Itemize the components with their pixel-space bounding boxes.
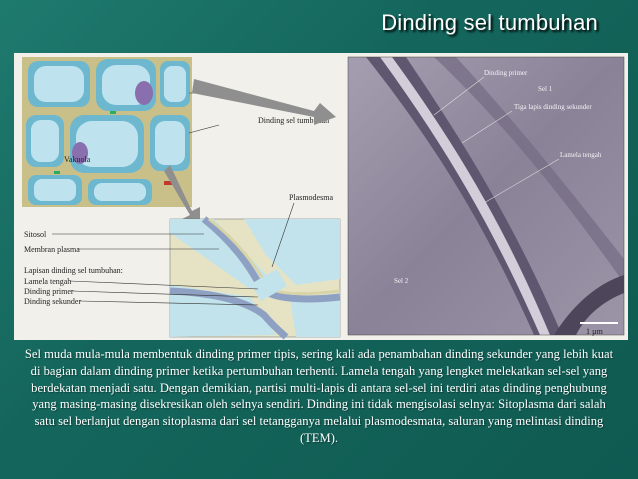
label-membran-plasma: Membran plasma (24, 245, 80, 254)
micro-label-tiga-lapis: Tiga lapis dinding sekunder (514, 103, 592, 111)
label-lamela-tengah: Lamela tengah (24, 277, 71, 286)
micro-label-dinding-primer: Dinding primer (484, 69, 528, 77)
wall-detail-diagram (169, 216, 341, 340)
plant-cell (70, 115, 144, 173)
plant-cell (28, 61, 90, 107)
label-vakuola: Vakuola (64, 155, 91, 164)
slide-caption: Sel muda mula-mula membentuk dinding pri… (24, 347, 614, 445)
micro-label-sel2: Sel 2 (394, 277, 409, 285)
micro-label-scale: 1 µm (586, 327, 604, 336)
label-plasmodesma: Plasmodesma (289, 193, 333, 202)
plant-cell (28, 175, 82, 205)
label-dinding-primer: Dinding primer (24, 287, 74, 296)
arrow-to-micrograph-icon (192, 79, 336, 125)
slide-title: Dinding sel tumbuhan (381, 10, 598, 35)
label-dinding-sel-tumbuhan: Dinding sel tumbuhan (258, 116, 329, 125)
plant-cell (160, 61, 190, 107)
label-lapisan-header: Lapisan dinding sel tumbuhan: (24, 266, 123, 275)
arrow-to-detail-icon (164, 165, 200, 229)
label-dinding-sekunder: Dinding sekunder (24, 297, 81, 306)
label-sitosol: Sitosol (24, 230, 47, 239)
tem-micrograph (347, 56, 625, 336)
figure-svg: Vakuola Dinding sel tumbuhan Plasmodesma… (22, 56, 625, 340)
cell-wall-figure: Vakuola Dinding sel tumbuhan Plasmodesma… (14, 53, 628, 340)
plant-cell (88, 179, 152, 205)
micro-label-lamela-tengah: Lamela tengah (560, 151, 602, 159)
plant-cell (150, 115, 190, 171)
plant-cell (26, 115, 64, 167)
plant-cell (96, 59, 156, 111)
cell-tissue-diagram: Vakuola Dinding sel tumbuhan (22, 57, 329, 207)
micro-label-sel1: Sel 1 (538, 85, 553, 93)
